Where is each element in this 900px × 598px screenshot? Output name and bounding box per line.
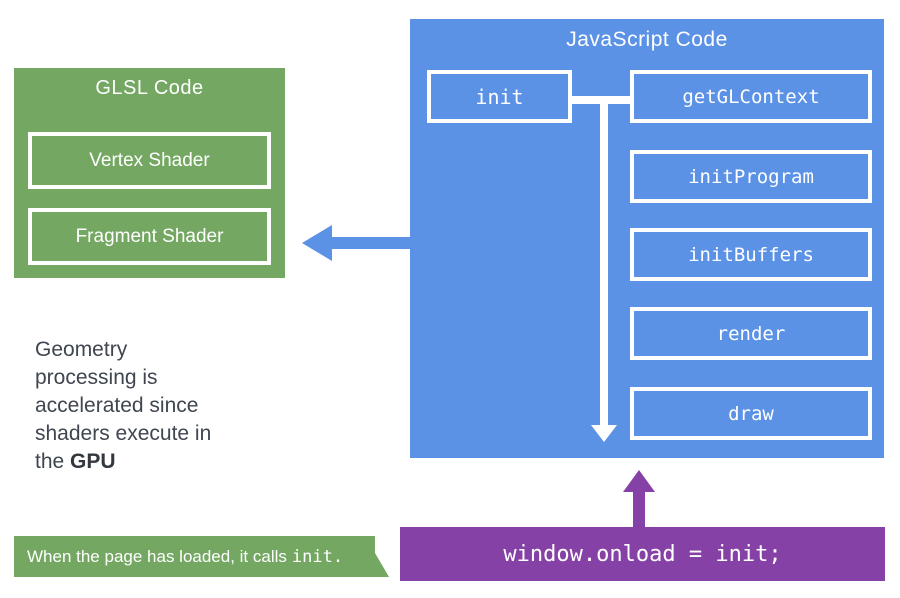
- window-onload-code-bar: window.onload = init;: [400, 527, 885, 581]
- up-arrowhead: [623, 470, 655, 492]
- function-box-render: render: [630, 307, 872, 360]
- left-arrowhead: [302, 225, 332, 261]
- up-arrow-icon: [623, 470, 655, 527]
- left-arrow-shaft: [330, 237, 410, 249]
- glsl-code-panel: GLSL Code Vertex Shader Fragment Shader: [14, 68, 285, 278]
- function-box-initprogram: initProgram: [630, 150, 872, 203]
- function-label: initProgram: [688, 165, 814, 188]
- init-function-label: init: [475, 84, 524, 109]
- function-label: draw: [728, 402, 774, 425]
- function-box-getglcontext: getGLContext: [630, 70, 872, 123]
- javascript-panel-title: JavaScript Code: [566, 28, 728, 51]
- javascript-code-panel: JavaScript Code init getGLContext initPr…: [410, 19, 884, 458]
- gpu-note-bold: GPU: [70, 450, 116, 473]
- up-arrow-shaft: [633, 490, 645, 527]
- gpu-note-body: Geometry processing is accelerated since…: [35, 338, 212, 473]
- init-function-box: init: [427, 70, 572, 123]
- glsl-panel-title: GLSL Code: [95, 77, 204, 99]
- function-label: render: [716, 322, 786, 345]
- vertex-shader-box: Vertex Shader: [28, 132, 271, 189]
- shader-label: Fragment Shader: [75, 225, 224, 247]
- call-sequence-line: [600, 96, 608, 426]
- shader-label: Vertex Shader: [89, 149, 210, 171]
- function-label: initBuffers: [688, 243, 814, 266]
- callout-tail-icon: [375, 553, 389, 577]
- left-arrow-icon: [302, 225, 410, 261]
- window-onload-code-text: window.onload = init;: [503, 541, 782, 567]
- onload-callout-text: When the page has loaded, it calls: [27, 546, 287, 566]
- onload-callout: When the page has loaded, it calls init.: [14, 536, 389, 577]
- function-box-draw: draw: [630, 387, 872, 440]
- onload-callout-code: init.: [291, 546, 344, 567]
- fragment-shader-box: Fragment Shader: [28, 208, 271, 265]
- function-label: getGLContext: [682, 85, 820, 108]
- function-box-initbuffers: initBuffers: [630, 228, 872, 281]
- gpu-note-text: Geometry processing is accelerated since…: [35, 336, 240, 476]
- down-arrow-icon: [591, 425, 617, 442]
